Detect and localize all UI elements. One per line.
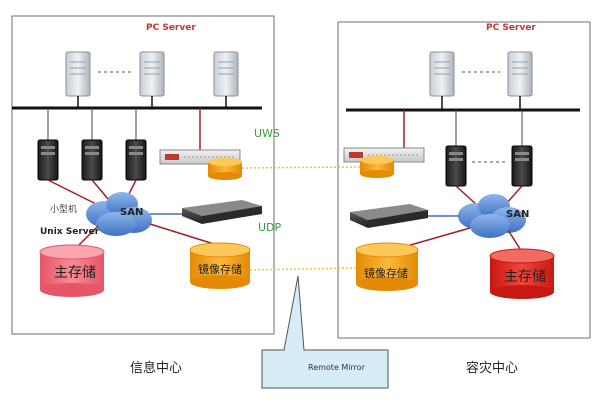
left-mirror-storage	[189, 242, 251, 289]
left-san-cloud	[86, 192, 152, 236]
right-mirror-storage	[355, 242, 419, 291]
right-pc-server-1	[429, 51, 455, 97]
uws-label: UWS	[254, 127, 280, 140]
left-udp-appliance	[182, 200, 262, 224]
uws-link-line	[241, 166, 361, 169]
remote-mirror-callout	[261, 275, 389, 389]
left-unix-server-2	[81, 139, 103, 181]
left-san-label: SAN	[120, 207, 144, 218]
left-site-name: 信息中心	[130, 361, 183, 376]
left-pc-server-2	[139, 51, 165, 97]
right-uws-disk	[360, 156, 394, 178]
left-main-storage	[39, 244, 105, 297]
mirror-link-line	[249, 267, 357, 271]
left-unix-label-en: Unix Server	[40, 227, 100, 237]
right-pc-server-2	[507, 51, 533, 97]
left-pc-server-1	[65, 51, 91, 97]
left-pc-server-label: PC Server	[146, 23, 196, 33]
left-unix-server-1	[37, 139, 59, 181]
left-main-storage-label: 主存储	[54, 265, 96, 281]
left-unix-server-3	[125, 139, 147, 181]
right-san-label: SAN	[506, 209, 530, 220]
right-site-name: 容灾中心	[466, 361, 519, 376]
left-unix-label-cn: 小型机	[50, 205, 78, 215]
left-pc-server-3	[213, 51, 239, 97]
right-unix-server-1	[445, 145, 467, 187]
udp-label: UDP	[258, 221, 282, 234]
right-udp-appliance	[350, 204, 428, 228]
left-uws-disk	[208, 158, 242, 180]
right-unix-server-2	[511, 145, 533, 187]
right-pc-server-label: PC Server	[486, 23, 536, 33]
right-main-storage	[489, 248, 555, 299]
right-main-storage-label: 主存储	[504, 269, 546, 285]
remote-mirror-label: Remote Mirror	[308, 363, 365, 372]
right-mirror-storage-label: 镜像存储	[364, 267, 408, 280]
left-mirror-storage-label: 镜像存储	[198, 263, 242, 276]
right-san-cloud	[458, 194, 526, 238]
